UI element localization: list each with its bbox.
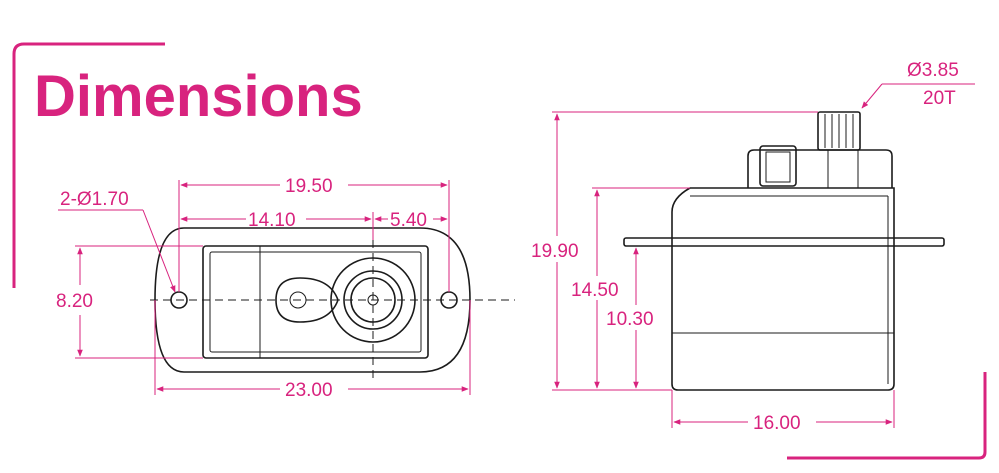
side-view-dimensions: Ø3.85 20T 19.90 14.50 10.30 16.00 (531, 60, 975, 434)
dim-height: 8.20 (56, 291, 93, 312)
idler-boss (275, 277, 339, 323)
dim-body-width: 16.00 (753, 413, 801, 434)
side-mount-flange (623, 237, 945, 247)
side-output-spline (817, 111, 861, 151)
frame-corner-bottom-right (787, 372, 987, 460)
dim-body-height: 14.50 (571, 280, 619, 301)
side-gear-boss (759, 145, 797, 187)
servo-body-outline (202, 245, 429, 359)
side-gear-boss-inner (765, 151, 791, 183)
dim-mount-height: 10.30 (606, 309, 654, 330)
mount-tab-outline (154, 227, 471, 373)
dim-overall-length: 23.00 (285, 380, 333, 401)
hole-callout-leader (142, 209, 176, 293)
gear-callout-leader (861, 83, 883, 109)
dim-hole-callout: 2-Ø1.70 (60, 189, 129, 210)
dim-mount-width: 19.50 (285, 176, 333, 197)
side-body-outline (671, 187, 895, 391)
dim-gear-teeth: 20T (923, 88, 956, 109)
servo-body-inner (209, 251, 422, 353)
dim-hole-to-shaft: 14.10 (248, 210, 296, 231)
top-view (150, 227, 515, 380)
side-view (623, 111, 945, 391)
dim-gear-diameter: Ø3.85 (907, 60, 959, 81)
page-title: Dimensions (34, 64, 363, 129)
dim-shaft-offset: 5.40 (390, 210, 427, 231)
top-view-dimensions: 19.50 14.10 5.40 2-Ø1.70 8.20 23.00 (56, 176, 471, 401)
frame-corner-top-left (12, 42, 165, 288)
dim-overall-height: 19.90 (531, 241, 579, 262)
